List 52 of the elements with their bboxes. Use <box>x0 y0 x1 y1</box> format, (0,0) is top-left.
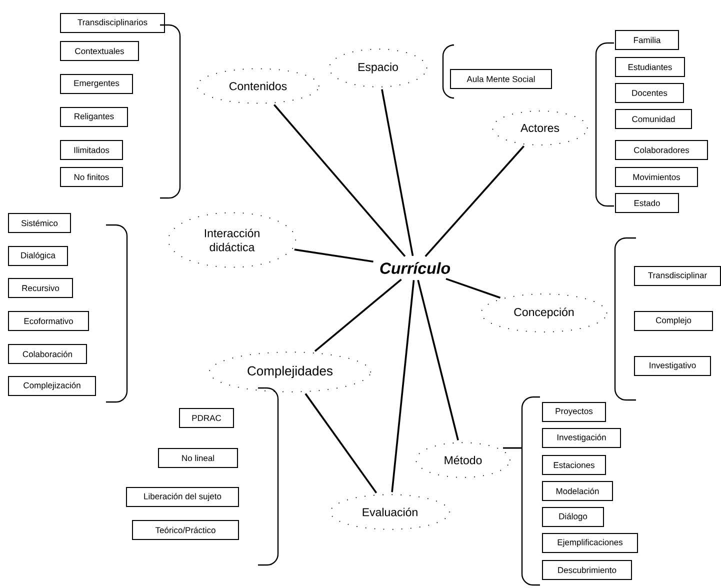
connector-line <box>294 248 374 262</box>
text-box: No lineal <box>158 448 238 468</box>
text-box: No finitos <box>60 167 123 187</box>
dotted-cloud: Concepción <box>480 294 608 332</box>
central-label: Currículo <box>380 262 450 274</box>
text-box: Colaboradores <box>615 140 708 160</box>
text-box: Aula Mente Social <box>450 69 552 89</box>
text-box: Estaciones <box>542 455 606 475</box>
connector-line <box>274 104 406 257</box>
text-box: Transdisciplinarios <box>60 13 165 33</box>
text-box: Modelación <box>542 481 613 501</box>
dotted-cloud: Complejidades <box>208 352 372 392</box>
connector-line <box>304 393 378 494</box>
connector-line <box>446 278 501 299</box>
text-box: Liberación del sujeto <box>126 487 239 507</box>
text-box: Comunidad <box>615 109 692 129</box>
text-box: Ilimitados <box>60 140 123 160</box>
connector-line <box>391 280 415 492</box>
connector-line <box>381 89 414 256</box>
text-box: Investigación <box>542 428 621 448</box>
text-box: Recursivo <box>8 278 73 298</box>
text-box: Colaboración <box>8 344 87 364</box>
text-box: Estudiantes <box>615 57 685 77</box>
text-box: Familia <box>615 30 679 50</box>
text-box: Diálogo <box>542 507 604 527</box>
connector-line <box>424 146 524 257</box>
dotted-cloud: Contenidos <box>196 68 320 104</box>
text-box: Ecoformativo <box>8 311 89 331</box>
text-box: Contextuales <box>60 41 139 61</box>
text-box: Sistémico <box>8 213 71 233</box>
dotted-cloud: Interacción didáctica <box>168 212 296 268</box>
text-box: Dialógica <box>8 246 68 266</box>
dotted-cloud: Método <box>416 442 510 478</box>
text-box: Complejo <box>634 311 713 331</box>
dotted-cloud: Actores <box>492 110 588 146</box>
dotted-cloud: Espacio <box>328 48 428 88</box>
text-box: Estado <box>615 193 679 213</box>
text-box: Investigativo <box>634 356 711 376</box>
text-box: Emergentes <box>60 74 133 94</box>
dotted-cloud: Evaluación <box>330 494 450 530</box>
text-box: Complejización <box>8 376 96 396</box>
text-box: Religantes <box>60 107 128 127</box>
text-box: Movimientos <box>615 167 698 187</box>
text-box: Teórico/Práctico <box>132 520 239 540</box>
connector-line <box>417 280 459 440</box>
text-box: Descubrimiento <box>542 560 632 580</box>
text-box: Proyectos <box>542 402 606 422</box>
connector-line <box>314 278 402 352</box>
text-box: Ejemplificaciones <box>542 533 638 553</box>
text-box: Docentes <box>615 83 684 103</box>
text-box: Transdisciplinar <box>634 266 721 286</box>
text-box: PDRAC <box>179 408 234 428</box>
